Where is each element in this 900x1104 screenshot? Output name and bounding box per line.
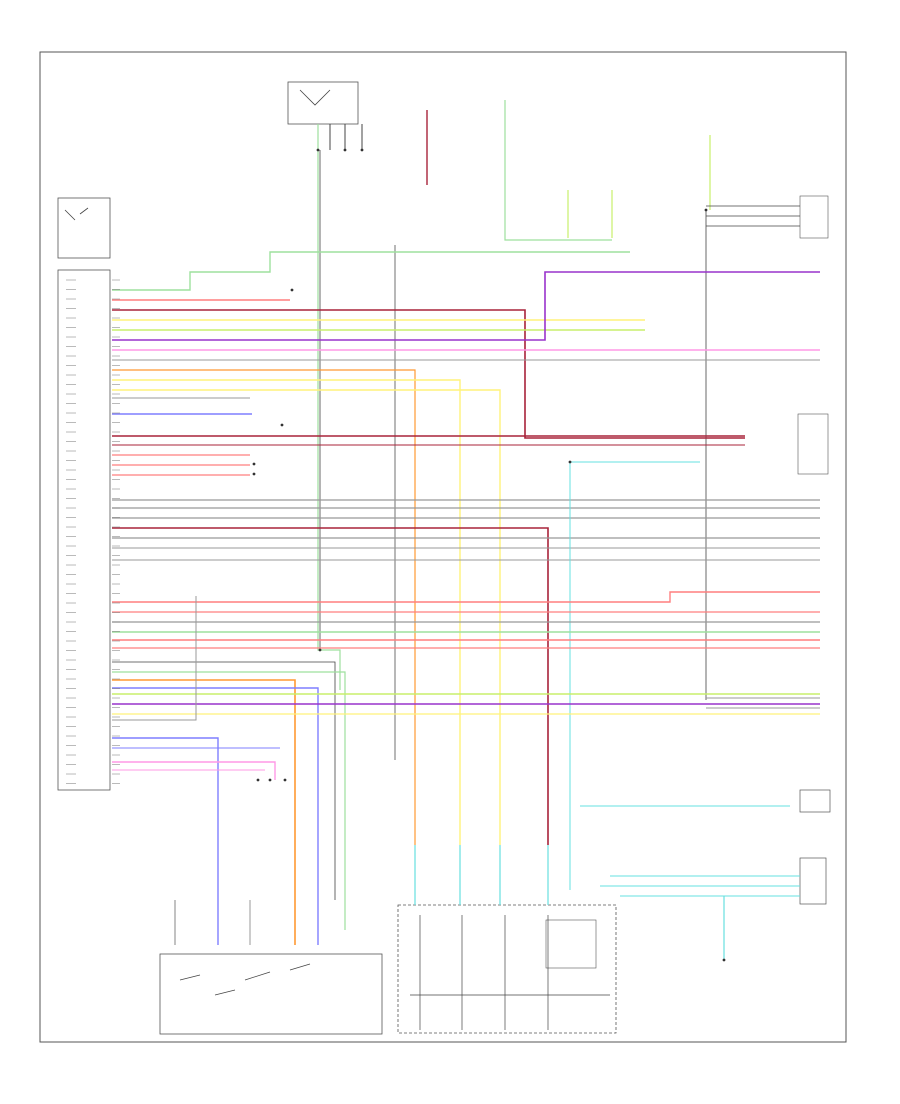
- splice-dot: [360, 148, 364, 152]
- fuse-switch-symbol: [299, 89, 331, 106]
- wire-green-5: [504, 100, 612, 241]
- wire-pink-62: [112, 761, 276, 780]
- diagnostic-connector: [799, 857, 827, 905]
- wire-gray-64: [112, 596, 197, 721]
- wire-blue-56: [112, 687, 319, 945]
- transmission-solenoid-box: [397, 904, 617, 1034]
- splice-dot: [343, 148, 347, 152]
- splice-dot: [256, 778, 260, 782]
- wire-yellow-25: [112, 389, 501, 845]
- transmission-range-switch-box: [159, 953, 383, 1035]
- main-relay-box: [57, 197, 111, 259]
- engine-control-module-box: [57, 269, 111, 791]
- upper-right-connector-box: [799, 195, 829, 239]
- wire-yellow-24: [112, 379, 461, 845]
- wire-orange-23: [112, 369, 416, 845]
- splice-dot: [268, 778, 272, 782]
- data-link-connector: [799, 789, 831, 813]
- wire-red-47: [112, 591, 820, 603]
- wires-group: [112, 100, 820, 1030]
- wire-green-0: [317, 124, 341, 690]
- splice-dot: [318, 648, 322, 652]
- wire-black-53: [112, 661, 336, 900]
- wire-orange-55: [112, 679, 296, 945]
- splice-dot: [290, 288, 294, 292]
- splice-dot: [280, 423, 284, 427]
- splice-dot: [252, 472, 256, 476]
- wire-green-54: [112, 671, 346, 930]
- splice-dot: [704, 208, 708, 212]
- wire-violet-20: [112, 271, 820, 341]
- wire-crimson-36: [112, 527, 549, 845]
- splice-dot: [568, 460, 572, 464]
- wire-blue-60: [112, 737, 219, 945]
- splice-dot: [283, 778, 287, 782]
- diagram-border: [39, 51, 847, 1043]
- fuse-block-top: [287, 81, 359, 125]
- labels-group: [66, 148, 726, 962]
- wire-crimson-17: [112, 309, 745, 439]
- splice-dot: [316, 148, 320, 152]
- splice-dot: [722, 958, 726, 962]
- solenoid-inner-box: [545, 919, 597, 969]
- wire-black-78: [179, 963, 311, 996]
- wire-green-15: [112, 251, 630, 291]
- right-connector-box: [797, 413, 829, 475]
- main-relay-switch: [64, 207, 89, 221]
- splice-dot: [252, 462, 256, 466]
